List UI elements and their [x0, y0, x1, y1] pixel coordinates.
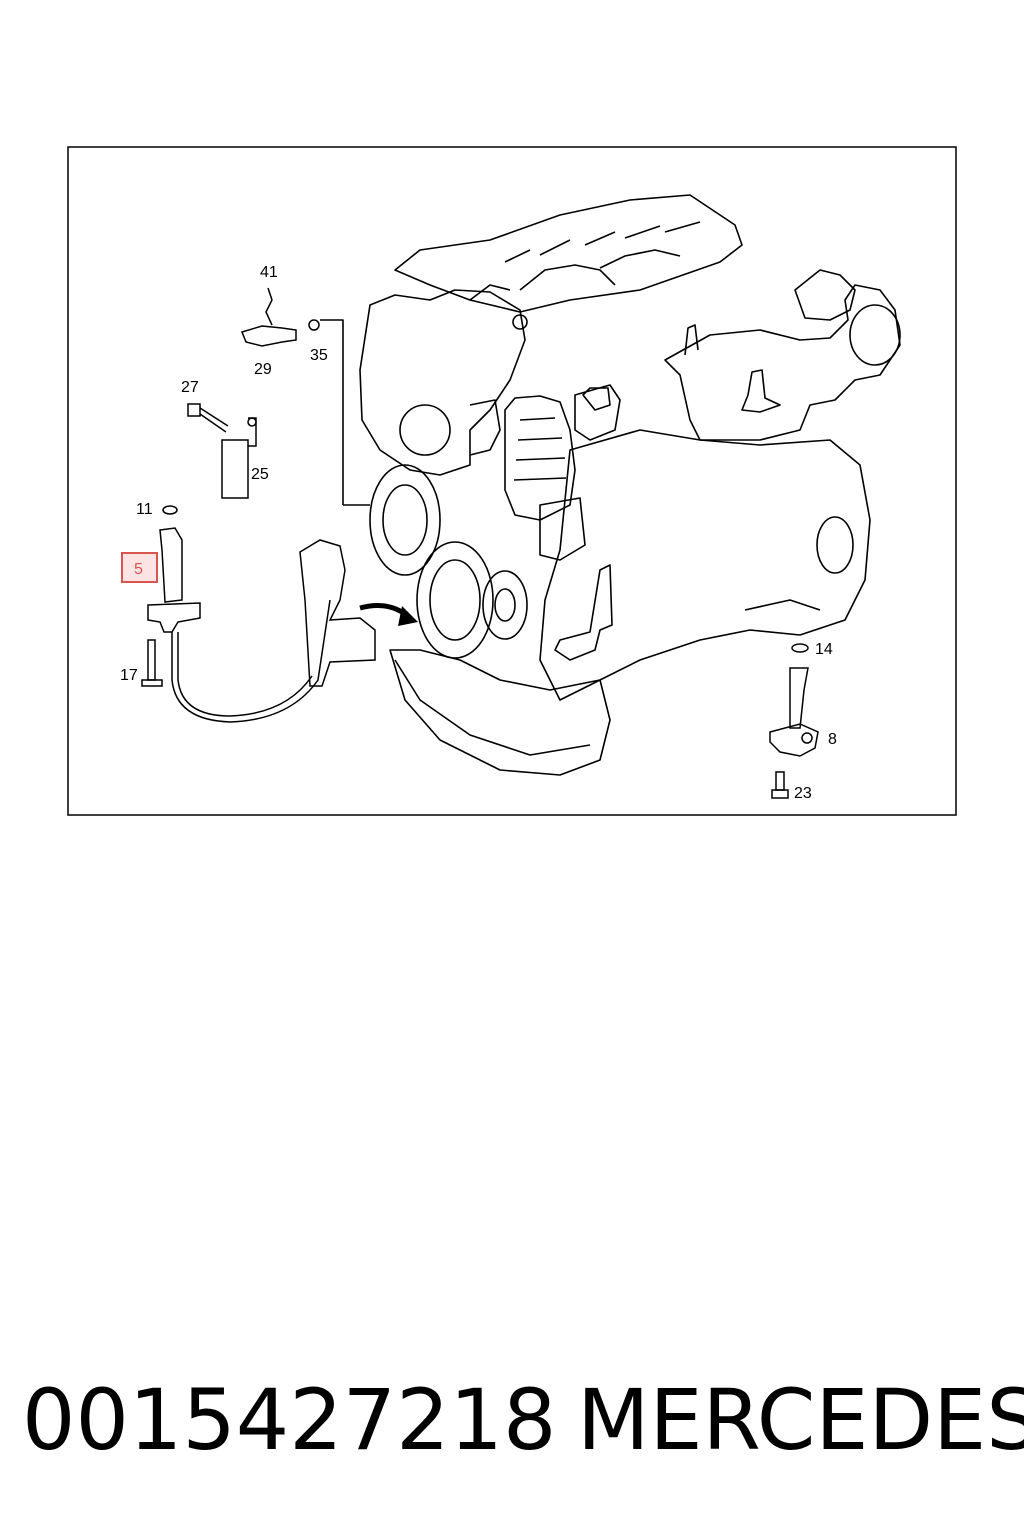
callout-23: 23	[794, 785, 812, 802]
callout-11: 11	[136, 501, 153, 518]
brand-name: MERCEDES	[577, 1371, 1024, 1469]
engine-block	[320, 194, 901, 776]
diagram-frame	[67, 146, 957, 816]
callout-35: 35	[310, 347, 328, 364]
callout-17: 17	[120, 667, 138, 684]
callout-5: 5	[134, 561, 143, 578]
exploded-parts	[141, 287, 819, 799]
product-caption: 0015427218 MERCEDES	[22, 1370, 1024, 1470]
callout-41: 41	[260, 264, 278, 281]
highlight-box	[121, 552, 158, 583]
callout-14: 14	[815, 641, 833, 658]
direction-arrowhead	[398, 606, 418, 626]
callout-29: 29	[254, 361, 272, 378]
part-number: 0015427218	[22, 1371, 557, 1469]
callout-27: 27	[181, 379, 199, 396]
callout-8: 8	[828, 731, 837, 748]
highlighted-part-marker[interactable]: 5	[121, 552, 158, 583]
callout-25: 25	[251, 466, 269, 483]
